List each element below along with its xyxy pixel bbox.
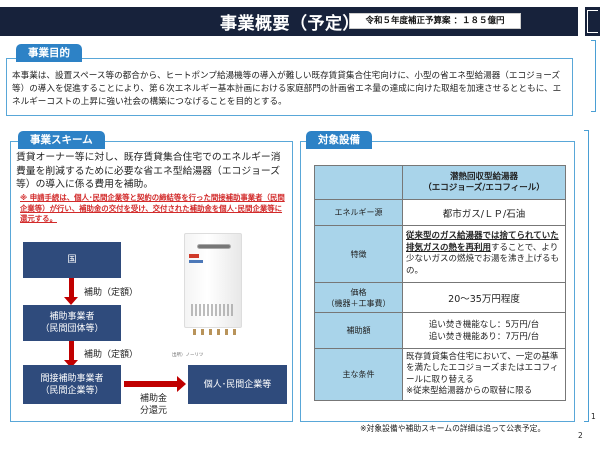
table-header-title: 潜熱回収型給湯器 （エコジョーズ/エコフィール）: [402, 165, 566, 200]
table-header-empty: [314, 165, 403, 200]
table-header-row: 潜熱回収型給湯器 （エコジョーズ/エコフィール）: [314, 165, 566, 200]
heater-pipes: [193, 329, 237, 335]
flow-box-country: 国: [23, 242, 121, 278]
heater-logo-sub: [189, 260, 203, 263]
budget-badge: 令和５年度補正予算案 ：１８５億円: [349, 13, 521, 29]
row-label-subsidy: 補助額: [314, 312, 403, 349]
footer-note: ※対象設備や補助スキームの詳細は追って公表予定。: [360, 424, 546, 433]
corner-marker-inner: [587, 10, 598, 33]
flow-operator-line1: 補助事業者: [49, 312, 95, 322]
heater-exhaust-slot: [197, 244, 231, 249]
arrow-right-1: [124, 376, 186, 392]
row-value-price: 20～35万円程度: [402, 282, 566, 313]
flow-box-indirect-operator: 間接補助事業者 （民間企業等）: [23, 365, 121, 404]
purpose-section: [6, 58, 573, 116]
row-label-energy: エネルギー源: [314, 199, 403, 226]
equipment-table: 潜熱回収型給湯器 （エコジョーズ/エコフィール） エネルギー源 都市ガス/ＬＰ/…: [314, 165, 566, 401]
row-label-feature: 特徴: [314, 225, 403, 283]
flow-operator-line2: （民間団体等）: [40, 324, 104, 334]
table-row: エネルギー源 都市ガス/ＬＰ/石油: [314, 199, 566, 226]
flow-label-1: 補助（定額）: [84, 288, 139, 298]
row-label-conditions: 主な条件: [314, 348, 403, 401]
table-row: 特徴 従来型のガス給湯器では捨てられていた排気ガスの熱を再利用することで、より少…: [314, 225, 566, 283]
flow-label-3-line1: 補助金: [140, 394, 168, 404]
row-value-feature: 従来型のガス給湯器では捨てられていた排気ガスの熱を再利用することで、より少ないガ…: [402, 225, 566, 283]
feature-emphasis: 従来型のガス給湯器では捨てられていた排気ガスの熱を再利用: [406, 231, 559, 253]
price-label-line2: （機器＋工事費）: [326, 298, 391, 308]
flow-label-3-line2: 分還元: [140, 406, 168, 416]
scheme-intro-text: 賃貸オーナー等に対し、既存賃貸集合住宅でのエネルギー消費量を削減するために必要な…: [16, 152, 281, 190]
flow-label-3: 補助金 分還元: [140, 393, 167, 417]
photo-credit: 出所）ノーリツ: [172, 353, 204, 358]
row-value-energy: 都市ガス/ＬＰ/石油: [402, 199, 566, 226]
flow-indirect-line1: 間接補助事業者: [40, 373, 104, 384]
purpose-text: 本事業は、設置スペース等の都合から、ヒートポンプ給湯機等の導入が難しい既存賃貸集…: [12, 71, 562, 107]
arrow-down-1: [64, 278, 78, 305]
flow-box-recipient: 個人･民間企業等: [188, 365, 287, 404]
scheme-note-text: ※ 申請手続は、個人･民間企業等と契約の締結等を行った間接補助事業者（民間企業等…: [20, 193, 285, 223]
flow-recipient-label: 個人･民間企業等: [203, 379, 272, 390]
table-row: 補助額 追い焚き機能なし：5万円/台 追い焚き機能あり：7万円/台: [314, 312, 566, 349]
water-heater-image: [184, 233, 242, 335]
row-label-price: 価格 （機器＋工事費）: [314, 282, 403, 313]
feature-rest: することで、より少ないガスの燃焼でお湯を沸き上げるもの。: [406, 242, 560, 276]
flow-box-operator: 補助事業者 （民間団体等）: [23, 305, 121, 341]
table-row: 主な条件 既存賃貸集合住宅において、一定の基準を満たしたエコジョーズまたはエコフ…: [314, 348, 566, 401]
margin-bracket-main: [584, 130, 589, 422]
header-title-line2: （エコジョーズ/エコフィール）: [423, 182, 545, 193]
row-value-conditions: 既存賃貸集合住宅において、一定の基準を満たしたエコジョーズまたはエコフィールに取…: [402, 348, 566, 401]
scheme-section: [10, 141, 293, 422]
equipment-tab: 対象設備: [306, 131, 372, 149]
conditions-line1: 既存賃貸集合住宅において、一定の基準を満たしたエコジョーズまたはエコフィールに取…: [406, 351, 559, 385]
table-row: 価格 （機器＋工事費） 20～35万円程度: [314, 282, 566, 313]
subsidy-line1: 追い焚き機能なし：5万円/台: [428, 319, 540, 330]
margin-bracket-top: [591, 40, 596, 112]
flow-indirect-line2: （民間企業等）: [40, 385, 104, 396]
scheme-tab: 事業スキーム: [18, 131, 105, 149]
subsidy-line2: 追い焚き機能あり：7万円/台: [428, 331, 540, 342]
arrow-down-2: [64, 341, 78, 368]
heater-vent: [191, 304, 235, 316]
row-value-subsidy: 追い焚き機能なし：5万円/台 追い焚き機能あり：7万円/台: [402, 312, 566, 349]
purpose-tab: 事業目的: [16, 44, 82, 62]
header-title-line1: 潜熱回収型給湯器: [449, 171, 518, 182]
page-title: 事業概要（予定）: [220, 14, 360, 34]
page-marker: 1: [591, 412, 596, 421]
flow-label-2: 補助（定額）: [84, 350, 139, 360]
page-number: 2: [578, 431, 583, 440]
conditions-line2: ※従来型給湯器からの取替に限る: [406, 386, 533, 396]
price-label-line1: 価格: [350, 287, 367, 297]
heater-logo: [189, 254, 199, 258]
equipment-section: [300, 141, 575, 422]
flow-country-label: 国: [67, 255, 77, 265]
